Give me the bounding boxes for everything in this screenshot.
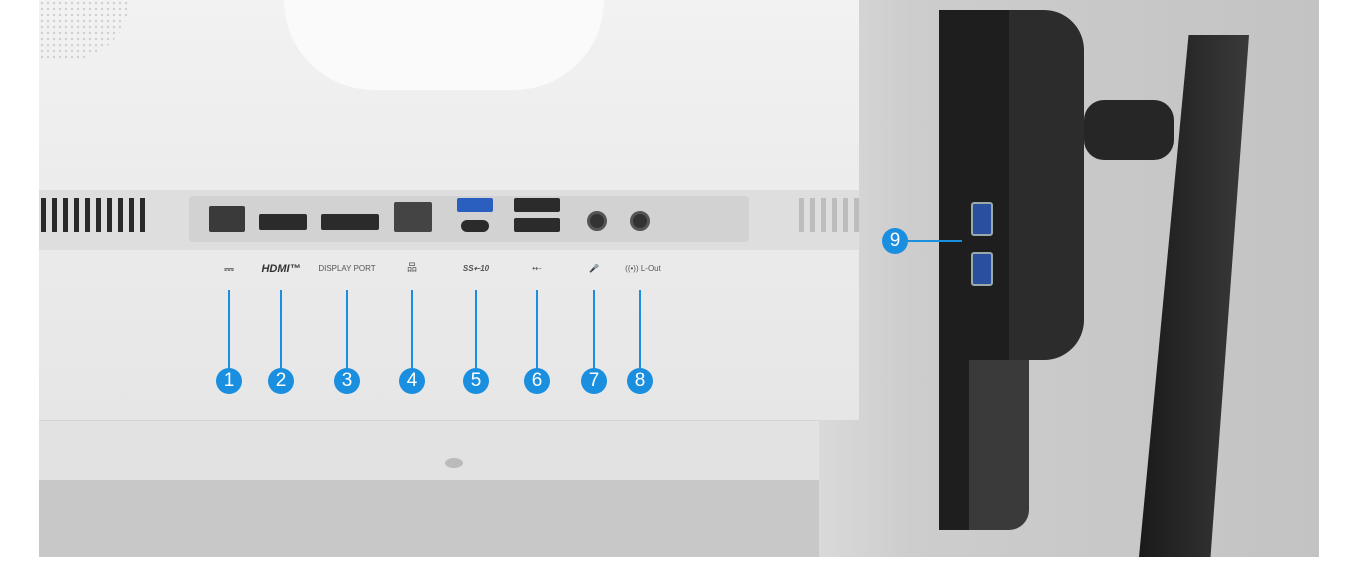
callout-line-2 — [280, 290, 282, 370]
callout-badge-4: 4 — [399, 368, 425, 394]
callout-badge-7: 7 — [581, 368, 607, 394]
side-usb-port-1 — [971, 202, 993, 236]
usb-c-port — [461, 220, 489, 232]
callout-badge-5: 5 — [463, 368, 489, 394]
monitor-side-back — [994, 10, 1084, 360]
usb-a-label: •⇠ — [532, 264, 542, 273]
base-shadow — [39, 480, 819, 557]
usb-a-port-top — [514, 198, 560, 212]
mic-label: 🎤 — [589, 264, 599, 273]
line-out-jack — [630, 211, 650, 231]
callout-line-3 — [346, 290, 348, 370]
callout-line-6 — [536, 290, 538, 370]
usb-c-label: SS⇠10 — [462, 264, 490, 273]
callout-line-8 — [639, 290, 641, 370]
dc-label: ⎓ — [224, 262, 234, 276]
lower-bezel — [39, 420, 819, 480]
lan-port — [394, 202, 432, 232]
hinge — [1084, 100, 1174, 160]
port-labels: ⎓ HDMI™ DISPLAY PORT 品 SS⇠10 •⇠ 🎤 ((•)) … — [39, 262, 859, 278]
vent-right — [799, 198, 859, 232]
speaker-grille — [39, 0, 129, 60]
side-usb-port-2 — [971, 252, 993, 286]
callout-line-1 — [228, 290, 230, 370]
displayport-port — [321, 214, 379, 230]
callout-badge-3: 3 — [334, 368, 360, 394]
callout-badge-8: 8 — [627, 368, 653, 394]
callout-line-7 — [593, 290, 595, 370]
line-out-label: ((•)) L-Out — [625, 264, 661, 273]
displayport-label: DISPLAY PORT — [318, 264, 376, 273]
monitor-side-foot — [969, 360, 1029, 530]
hdmi-label: HDMI™ — [261, 263, 301, 275]
vent-left — [41, 198, 145, 232]
callout-badge-9: 9 — [882, 228, 908, 254]
mic-jack — [587, 211, 607, 231]
monitor-rear-panel: ⎓ HDMI™ DISPLAY PORT 品 SS⇠10 •⇠ 🎤 ((•)) … — [39, 0, 859, 420]
usb-a-port-bottom — [514, 218, 560, 232]
usb-a-blue-port — [457, 198, 493, 212]
hdmi-port — [259, 214, 307, 230]
screw — [445, 458, 463, 468]
callout-badge-1: 1 — [216, 368, 242, 394]
callout-line-4 — [411, 290, 413, 370]
callout-line-9 — [900, 240, 962, 242]
lan-label: 品 — [407, 263, 417, 274]
stand-mount — [284, 0, 604, 90]
callout-line-5 — [475, 290, 477, 370]
monitor-ports-photo: ⎓ HDMI™ DISPLAY PORT 品 SS⇠10 •⇠ 🎤 ((•)) … — [39, 0, 1319, 557]
callout-badge-2: 2 — [268, 368, 294, 394]
io-panel — [189, 196, 749, 242]
dc-port — [209, 206, 245, 232]
callout-badge-6: 6 — [524, 368, 550, 394]
